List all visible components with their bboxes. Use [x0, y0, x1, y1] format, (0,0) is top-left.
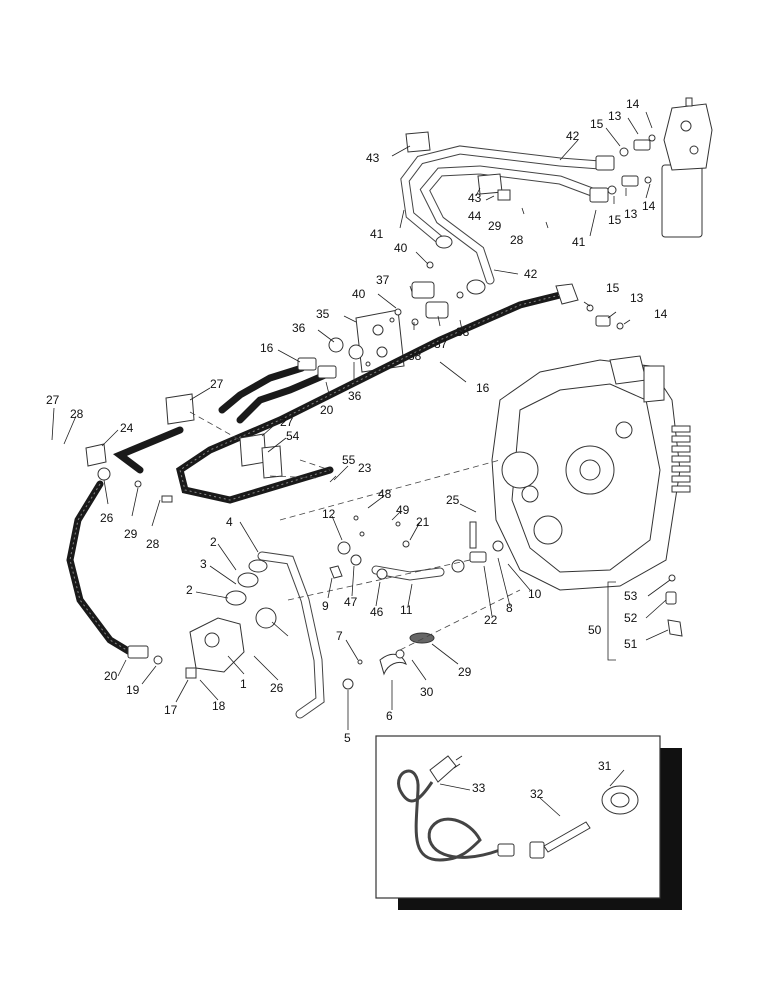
fitting-group-49 [607, 574, 683, 661]
callout-38: 38 [456, 325, 470, 339]
callout-18: 18 [212, 699, 226, 713]
small-fittings [329, 515, 504, 581]
callout-29: 29 [488, 219, 502, 233]
callout-15: 15 [608, 213, 622, 227]
callout-14: 14 [654, 307, 668, 321]
filter-fittings [607, 134, 656, 195]
callout-40: 40 [352, 287, 366, 301]
callout-34: 33 [472, 781, 486, 795]
callout-27: 27 [280, 415, 294, 429]
callout-30: 29 [458, 665, 472, 679]
callout-51: 52 [624, 611, 638, 625]
callout-13: 13 [630, 291, 644, 305]
callout-32: 31 [598, 759, 612, 773]
callout-44: 44 [468, 209, 482, 223]
callout-17: 17 [164, 703, 178, 717]
callout-15: 15 [590, 117, 604, 131]
callout-38: 38 [408, 349, 422, 363]
callout-29: 29 [124, 527, 138, 541]
callout-6: 6 [386, 709, 393, 723]
callout-16: 16 [260, 341, 274, 355]
callout-37: 37 [434, 337, 448, 351]
pump-assembly [185, 559, 277, 679]
callout-49: 50 [588, 623, 602, 637]
callout-21: 21 [416, 515, 430, 529]
suction-hose [257, 551, 354, 719]
callout-19: 19 [126, 683, 140, 697]
callout-25: 25 [446, 493, 460, 507]
transmission-housing [491, 355, 691, 591]
callout-24: 24 [120, 421, 134, 435]
bulkhead-plate [328, 261, 464, 373]
callout-27: 26 [100, 511, 114, 525]
callout-50: 51 [624, 637, 638, 651]
hose-brackets [85, 393, 283, 503]
callout-2: 2 [210, 535, 217, 549]
callout-36: 36 [348, 389, 362, 403]
callout-22: 22 [484, 613, 498, 627]
heater-kit-inset [375, 735, 682, 910]
callout-42: 42 [524, 267, 538, 281]
clamp-parts [357, 632, 435, 676]
leader-lines [51, 111, 671, 817]
callout-14: 14 [642, 199, 656, 213]
callout-33: 32 [530, 787, 544, 801]
callout-23: 23 [358, 461, 372, 475]
callout-28: 28 [146, 537, 160, 551]
callout-4: 4 [226, 515, 233, 529]
callout-53: 54 [286, 429, 300, 443]
callout-8: 8 [506, 601, 513, 615]
hose-16 [176, 283, 624, 504]
callout-37: 37 [376, 273, 390, 287]
callout-1: 1 [240, 677, 247, 691]
rigid-tubes [400, 145, 615, 295]
callout-43: 43 [366, 151, 380, 165]
callout-27: 27 [210, 377, 224, 391]
callout-7: 7 [336, 629, 343, 643]
callout-41: 41 [572, 235, 586, 249]
callout-20: 20 [104, 669, 118, 683]
callout-47: 48 [378, 487, 392, 501]
callout-52: 53 [624, 589, 638, 603]
callout-28: 27 [46, 393, 60, 407]
callout-42: 42 [566, 129, 580, 143]
tube-clips [405, 131, 511, 201]
callout-15: 15 [606, 281, 620, 295]
filter-assembly [661, 97, 713, 238]
callout-9: 9 [322, 599, 329, 613]
callout-35: 35 [316, 307, 330, 321]
hose-20 [66, 426, 184, 665]
callout-11: 11 [400, 603, 413, 617]
callout-31: 30 [420, 685, 434, 699]
callout-13: 13 [624, 207, 638, 221]
valve-bank [671, 425, 691, 493]
callout-2: 2 [186, 583, 193, 597]
callout-3: 3 [200, 557, 207, 571]
callout-36: 36 [292, 321, 306, 335]
callout-26: 26 [270, 681, 284, 695]
callout-40: 40 [394, 241, 408, 255]
callout-20: 20 [320, 403, 334, 417]
callout-labels: 14 13 15 42 43 43 44 29 28 15 13 14 41 4… [46, 97, 668, 801]
phantom-lines [189, 411, 521, 651]
callout-28: 28 [510, 233, 524, 247]
callout-48: 49 [396, 503, 410, 517]
callout-54: 55 [342, 453, 356, 467]
callout-41: 41 [370, 227, 384, 241]
callout-16: 16 [476, 381, 490, 395]
callout-29: 28 [70, 407, 84, 421]
callout-13: 13 [608, 109, 622, 123]
callout-14: 14 [626, 97, 640, 111]
callout-46: 47 [344, 595, 358, 609]
callout-45: 46 [370, 605, 384, 619]
callout-43: 43 [468, 191, 482, 205]
callout-12: 12 [322, 507, 336, 521]
callout-10: 10 [528, 587, 542, 601]
callout-5: 5 [344, 731, 351, 745]
